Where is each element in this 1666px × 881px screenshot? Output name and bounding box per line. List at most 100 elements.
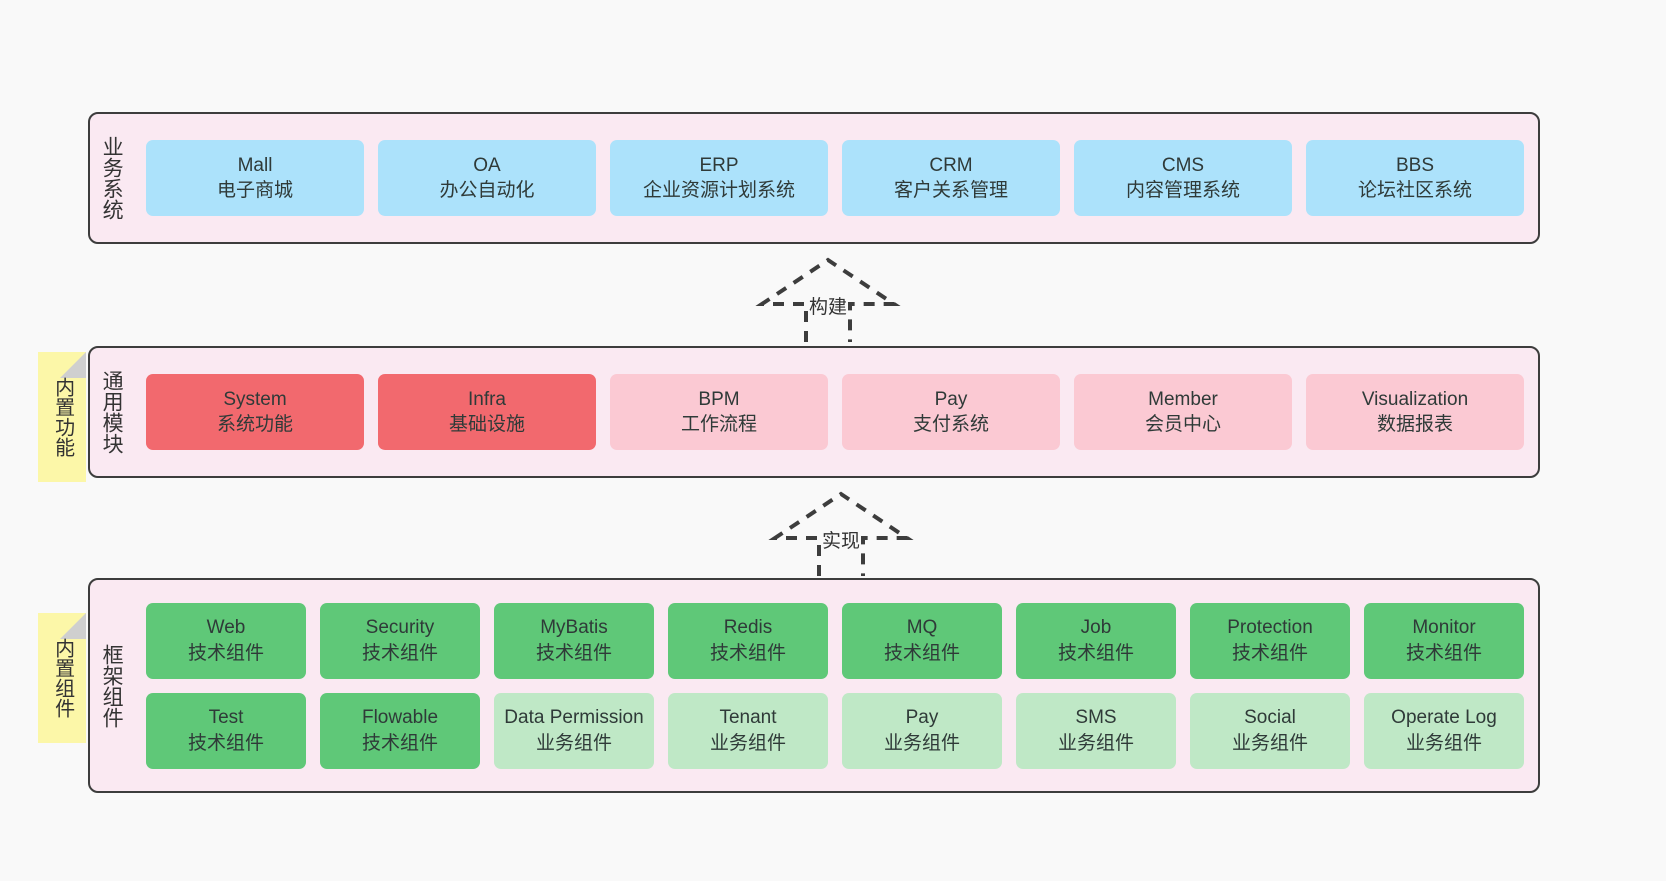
card-title: Protection <box>1227 617 1313 639</box>
card-subtitle: 技术组件 <box>1231 642 1308 664</box>
card-subtitle: 支付系统 <box>912 414 989 435</box>
card-title: Operate Log <box>1391 707 1497 729</box>
card-title: BBS <box>1395 154 1435 176</box>
card-test[interactable]: Test 技术组件 <box>146 692 306 769</box>
card-subtitle: 业务组件 <box>883 732 960 754</box>
card-subtitle: 业务组件 <box>709 732 786 754</box>
card-subtitle: 技术组件 <box>187 732 264 754</box>
card-subtitle: 论坛社区系统 <box>1357 180 1472 201</box>
card-title: Web <box>206 617 246 639</box>
card-row-technical: Web 技术组件 Security 技术组件 MyBatis 技术组件 Redi… <box>146 602 1524 679</box>
sticky-note-built-in-components: 内置组件 <box>38 613 86 743</box>
section-title-business-systems: 业务系统 <box>100 136 124 220</box>
card-title: Mall <box>237 154 273 176</box>
card-title: Pay <box>905 707 939 729</box>
card-oa[interactable]: OA 办公自动化 <box>378 140 596 216</box>
card-subtitle: 系统功能 <box>216 414 293 435</box>
section-body-business-systems: Mall 电子商城 OA 办公自动化 ERP 企业资源计划系统 CRM 客户关系… <box>132 114 1538 242</box>
card-protection[interactable]: Protection 技术组件 <box>1190 602 1350 679</box>
card-title: Pay <box>934 388 968 410</box>
sticky-note-label: 内置组件 <box>51 638 74 718</box>
card-subtitle: 技术组件 <box>1057 642 1134 664</box>
card-subtitle: 技术组件 <box>361 642 438 664</box>
connector-build: 构建 <box>755 257 901 342</box>
card-subtitle: 技术组件 <box>709 642 786 664</box>
card-title: Infra <box>467 388 507 410</box>
implement-arrow-icon <box>768 491 914 576</box>
card-web[interactable]: Web 技术组件 <box>146 602 306 679</box>
card-crm[interactable]: CRM 客户关系管理 <box>842 140 1060 216</box>
card-monitor[interactable]: Monitor 技术组件 <box>1364 602 1524 679</box>
card-job[interactable]: Job 技术组件 <box>1016 602 1176 679</box>
card-mq[interactable]: MQ 技术组件 <box>842 602 1002 679</box>
card-erp[interactable]: ERP 企业资源计划系统 <box>610 140 828 216</box>
card-member[interactable]: Member 会员中心 <box>1074 374 1292 450</box>
card-title: System <box>223 388 287 410</box>
card-title: CRM <box>929 154 973 176</box>
card-row: System 系统功能 Infra 基础设施 BPM 工作流程 Pay 支付系统… <box>146 374 1524 450</box>
card-title: Monitor <box>1412 617 1476 639</box>
section-body-common-modules: System 系统功能 Infra 基础设施 BPM 工作流程 Pay 支付系统… <box>132 348 1538 476</box>
section-business-systems: 业务系统 Mall 电子商城 OA 办公自动化 ERP 企业资源计划系统 CRM… <box>88 112 1540 244</box>
card-sms[interactable]: SMS 业务组件 <box>1016 692 1176 769</box>
card-pay[interactable]: Pay 支付系统 <box>842 374 1060 450</box>
card-flowable[interactable]: Flowable 技术组件 <box>320 692 480 769</box>
card-title: Redis <box>723 617 773 639</box>
section-body-framework-components: Web 技术组件 Security 技术组件 MyBatis 技术组件 Redi… <box>132 580 1538 791</box>
card-subtitle: 业务组件 <box>1231 732 1308 754</box>
card-data-permission[interactable]: Data Permission 业务组件 <box>494 692 654 769</box>
card-title: CMS <box>1161 154 1205 176</box>
card-subtitle: 基础设施 <box>448 414 525 435</box>
card-bpm[interactable]: BPM 工作流程 <box>610 374 828 450</box>
card-mybatis[interactable]: MyBatis 技术组件 <box>494 602 654 679</box>
card-subtitle: 技术组件 <box>1405 642 1482 664</box>
card-subtitle: 技术组件 <box>883 642 960 664</box>
card-title: MQ <box>906 617 938 639</box>
card-title: Security <box>365 617 435 639</box>
card-subtitle: 内容管理系统 <box>1125 180 1240 201</box>
card-bbs[interactable]: BBS 论坛社区系统 <box>1306 140 1524 216</box>
build-arrow-icon <box>755 257 901 342</box>
card-pay-business[interactable]: Pay 业务组件 <box>842 692 1002 769</box>
card-subtitle: 技术组件 <box>361 732 438 754</box>
card-title: Visualization <box>1361 388 1469 410</box>
card-subtitle: 业务组件 <box>1057 732 1134 754</box>
card-subtitle: 技术组件 <box>187 642 264 664</box>
card-subtitle: 业务组件 <box>535 732 612 754</box>
connector-implement: 实现 <box>768 491 914 576</box>
section-common-modules: 通用模块 System 系统功能 Infra 基础设施 BPM 工作流程 Pay… <box>88 346 1540 478</box>
card-mall[interactable]: Mall 电子商城 <box>146 140 364 216</box>
card-subtitle: 客户关系管理 <box>893 180 1008 201</box>
section-title-framework-components: 框架组件 <box>100 643 124 728</box>
section-title-common-modules: 通用模块 <box>100 370 124 454</box>
card-subtitle: 企业资源计划系统 <box>642 180 795 201</box>
card-subtitle: 电子商城 <box>216 180 293 201</box>
sticky-note-built-in-features: 内置功能 <box>38 352 86 482</box>
card-row: Mall 电子商城 OA 办公自动化 ERP 企业资源计划系统 CRM 客户关系… <box>146 140 1524 216</box>
card-title: OA <box>473 154 501 176</box>
card-title: MyBatis <box>540 617 608 639</box>
card-security[interactable]: Security 技术组件 <box>320 602 480 679</box>
card-system[interactable]: System 系统功能 <box>146 374 364 450</box>
card-subtitle: 业务组件 <box>1405 732 1482 754</box>
card-tenant[interactable]: Tenant 业务组件 <box>668 692 828 769</box>
card-subtitle: 技术组件 <box>535 642 612 664</box>
card-infra[interactable]: Infra 基础设施 <box>378 374 596 450</box>
card-title: Test <box>208 707 244 729</box>
card-visualization[interactable]: Visualization 数据报表 <box>1306 374 1524 450</box>
card-subtitle: 会员中心 <box>1144 414 1221 435</box>
card-title: Member <box>1148 388 1218 410</box>
card-social[interactable]: Social 业务组件 <box>1190 692 1350 769</box>
card-title: Social <box>1244 707 1296 729</box>
card-title: Data Permission <box>504 707 644 729</box>
card-redis[interactable]: Redis 技术组件 <box>668 602 828 679</box>
card-title: ERP <box>699 154 739 176</box>
sticky-note-label: 内置功能 <box>51 377 74 457</box>
card-operate-log[interactable]: Operate Log 业务组件 <box>1364 692 1524 769</box>
card-subtitle: 工作流程 <box>680 414 757 435</box>
card-title: Flowable <box>361 707 439 729</box>
card-title: SMS <box>1075 707 1117 729</box>
card-row-business: Test 技术组件 Flowable 技术组件 Data Permission … <box>146 692 1524 769</box>
card-cms[interactable]: CMS 内容管理系统 <box>1074 140 1292 216</box>
card-subtitle: 办公自动化 <box>439 180 535 201</box>
